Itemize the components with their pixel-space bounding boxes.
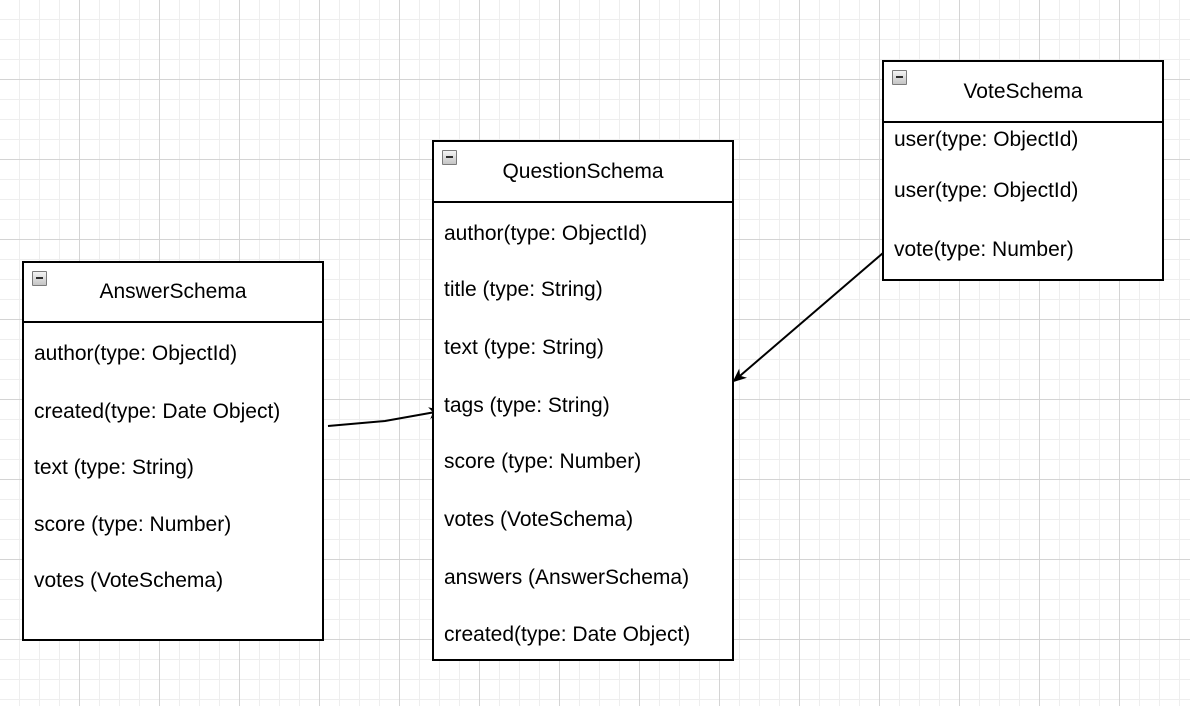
vote-to-question-connector[interactable] xyxy=(732,252,884,383)
answer-schema-box[interactable]: AnswerSchema author(type: ObjectId) crea… xyxy=(22,261,324,641)
collapse-icon[interactable] xyxy=(32,271,47,286)
answer-field-score: score (type: Number) xyxy=(34,513,232,536)
answer-field-votes: votes (VoteSchema) xyxy=(34,569,224,592)
question-field-votes: votes (VoteSchema) xyxy=(444,508,634,531)
answer-field-created: created(type: Date Object) xyxy=(34,400,281,423)
answer-schema-title: AnswerSchema xyxy=(99,280,247,303)
question-schema-box[interactable]: QuestionSchema author(type: ObjectId) ti… xyxy=(432,140,734,661)
answer-to-question-connector[interactable] xyxy=(327,407,443,427)
question-field-text: text (type: String) xyxy=(444,336,604,359)
vote-schema-title: VoteSchema xyxy=(963,79,1083,103)
question-field-title: title (type: String) xyxy=(444,278,603,301)
question-schema-title: QuestionSchema xyxy=(502,159,664,183)
vote-field-user: user(type: ObjectId) xyxy=(894,128,1079,151)
question-field-tags: tags (type: String) xyxy=(444,394,610,417)
vote-field-vote: vote(type: Number) xyxy=(894,238,1074,261)
answer-field-text: text (type: String) xyxy=(34,456,194,479)
question-field-score: score (type: Number) xyxy=(444,450,642,473)
question-field-author: author(type: ObjectId) xyxy=(444,222,648,245)
vote-schema-box[interactable]: VoteSchema user(type: ObjectId) user(typ… xyxy=(882,60,1164,281)
answer-field-author: author(type: ObjectId) xyxy=(34,342,238,365)
question-field-created: created(type: Date Object) xyxy=(444,623,691,646)
question-field-answers: answers (AnswerSchema) xyxy=(444,566,690,589)
vote-field-user-2: user(type: ObjectId) xyxy=(894,179,1079,202)
collapse-icon[interactable] xyxy=(442,150,457,165)
question-schema-header[interactable]: QuestionSchema xyxy=(434,142,732,203)
collapse-icon[interactable] xyxy=(892,70,907,85)
answer-schema-header[interactable]: AnswerSchema xyxy=(24,263,322,323)
vote-schema-header[interactable]: VoteSchema xyxy=(884,62,1162,123)
